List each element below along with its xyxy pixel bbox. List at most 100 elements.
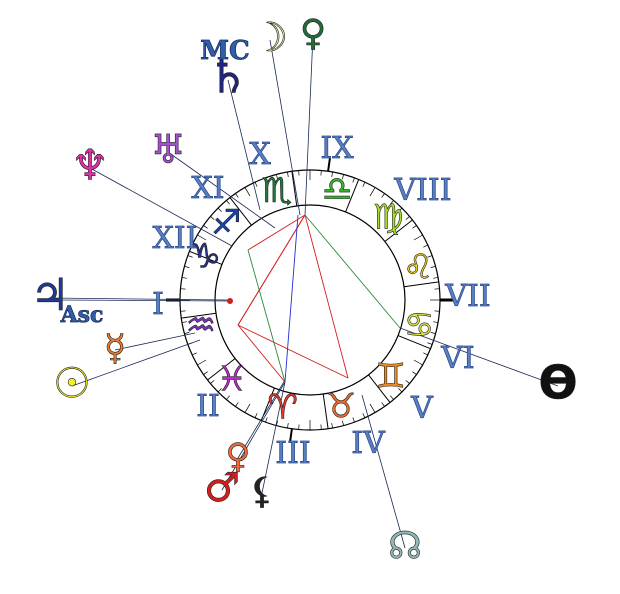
sign-divider [181, 312, 216, 319]
degree-tick [369, 187, 376, 197]
sign-divider [345, 179, 360, 213]
sign-libra-glyph: ♎ [322, 169, 352, 209]
aspect-line [237, 324, 286, 383]
house-7-label: VII [444, 279, 490, 314]
pointer-venus [237, 379, 286, 459]
sign-pisces-glyph: ♓ [217, 359, 247, 399]
planet-node-icon: ☊ [388, 524, 422, 568]
degree-tick [412, 225, 417, 229]
pointer-uranus [167, 151, 276, 229]
degree-tick [184, 332, 190, 334]
degree-tick [342, 420, 344, 426]
degree-tick [265, 177, 268, 183]
degree-tick [362, 413, 366, 418]
degree-tick [276, 174, 278, 180]
sign-divider [229, 197, 252, 226]
house-11-label: XI [191, 171, 224, 206]
degree-tick [413, 359, 423, 366]
pointer-moon [269, 39, 301, 216]
planet-mars-icon: ♂ [204, 465, 240, 511]
sign-divider [397, 335, 431, 350]
pointer-jupiter [49, 297, 229, 301]
degree-tick [433, 277, 439, 279]
aspect-line [247, 214, 306, 251]
sign-divider [291, 171, 298, 206]
pointer-asc [59, 299, 229, 302]
degree-tick [265, 417, 268, 423]
degree-tick [203, 225, 208, 229]
sign-divider [384, 219, 413, 242]
ascendant-label: Asc [60, 302, 104, 328]
degree-tick [390, 395, 394, 400]
sign-cancer-glyph: ♋ [404, 306, 434, 346]
asc-marker [227, 298, 233, 304]
degree-tick [369, 403, 376, 413]
house-6-label: VI [440, 341, 475, 376]
sign-divider [189, 250, 223, 265]
planet-sun-icon: ☉ [53, 359, 91, 408]
degree-tick [217, 207, 222, 212]
degree-tick [276, 420, 278, 426]
pointer-pluto [304, 34, 314, 216]
degree-tick [390, 200, 394, 205]
planet-pluto-icon: ♀ [300, 13, 326, 54]
planet-jupiter-icon: ♃ [30, 270, 69, 321]
degree-tick [423, 352, 428, 356]
house-cusp [327, 157, 332, 172]
degree-tick [254, 182, 258, 187]
sign-gemini-glyph: ♊ [376, 357, 406, 397]
pointer-saturn [227, 79, 261, 211]
planet-moon-icon: ☽ [252, 15, 288, 61]
degree-tick [287, 171, 289, 177]
house-3-label: III [275, 436, 311, 471]
pointer-lilith [261, 381, 286, 494]
pointer-mercury [114, 332, 196, 351]
sign-capricorn-glyph: ♑ [190, 236, 220, 276]
degree-tick [184, 266, 190, 268]
degree-tick [398, 388, 403, 393]
sign-divider [404, 281, 439, 288]
degree-tick [430, 332, 436, 334]
degree-tick [235, 402, 239, 407]
degree-tick [244, 187, 251, 197]
degree-tick [352, 417, 355, 423]
house-cusp [288, 428, 293, 443]
aspect-line [237, 214, 306, 326]
midheaven-label: MC [200, 36, 249, 66]
sign-aries-glyph: ♈ [268, 388, 298, 428]
house-5-label: V [410, 391, 434, 426]
zodiac-wheel [166, 157, 454, 443]
degree-tick [331, 423, 333, 429]
planet-neptune-icon: ♆ [71, 141, 109, 190]
sign-divider [322, 394, 329, 429]
degree-tick [197, 359, 207, 366]
degree-tick [217, 388, 222, 393]
house-8-label: VIII [393, 173, 451, 208]
degree-tick [381, 193, 385, 198]
degree-tick [203, 371, 208, 375]
degree-tick [405, 216, 410, 220]
degree-tick [427, 255, 433, 258]
degree-tick [287, 423, 289, 429]
degree-tick [405, 380, 410, 384]
sign-virgo-glyph: ♍ [373, 198, 403, 238]
planet-chiron-icon: ϴ [538, 356, 577, 410]
sign-leo-glyph: ♌ [403, 247, 433, 287]
pointer-mars [221, 381, 286, 491]
pointer-sun [71, 339, 201, 387]
house-4-label: IV [351, 426, 386, 461]
planet-saturn-icon: ♄ [207, 50, 248, 104]
degree-tick [352, 177, 355, 183]
pointer-node [361, 394, 406, 549]
sign-sagittarius-glyph: ♐ [211, 203, 241, 243]
aspect-line [247, 249, 286, 383]
degree-tick [210, 380, 215, 384]
house-10-label: X [249, 137, 271, 172]
house-9-label: IX [320, 131, 354, 166]
degree-tick [412, 371, 417, 375]
planet-uranus-icon: ♅ [150, 127, 186, 173]
degree-tick [413, 234, 423, 241]
degree-tick [331, 171, 333, 177]
degree-tick [226, 395, 230, 400]
